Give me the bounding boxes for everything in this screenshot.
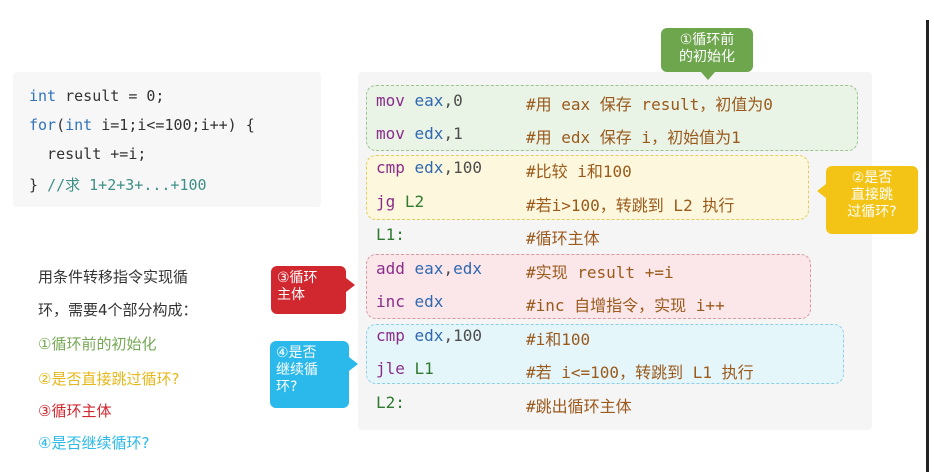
c-code-text: result = 0; [56, 87, 165, 105]
c-code-text: i=1;i<=100;i++) { [92, 116, 255, 134]
callout-text: 的初始化 [679, 49, 735, 65]
asm-operand: edx [414, 292, 444, 311]
asm-comment: #实现 result +=i [526, 263, 674, 282]
asm-comment: #inc 自增指令，实现 i++ [526, 296, 725, 315]
init-segment [366, 85, 858, 151]
asm-opcode: jg [376, 192, 405, 211]
description-line: 环，需要4个部分构成： [38, 301, 198, 319]
c-code-line: int result = 0; [29, 87, 164, 105]
asm-operand: eax [414, 259, 444, 278]
skip-check-segment [366, 155, 809, 220]
asm-opcode: mov [376, 124, 415, 143]
asm-opcode: mov [376, 91, 415, 110]
asm-operand: eax [414, 91, 444, 110]
asm-operand: edx [414, 158, 444, 177]
asm-operand: ,100 [443, 158, 482, 177]
callout-text: 直接跳 [851, 187, 893, 203]
c-keyword: int [65, 116, 93, 134]
asm-opcode: cmp [376, 326, 415, 345]
callout-text: 环? [276, 379, 298, 395]
loop-body-callout: ③循环 主体 [271, 266, 355, 314]
c-code-line: } //求 1+2+3+...+100 [29, 174, 207, 195]
asm-operand: edx [414, 124, 444, 143]
assembly-line: cmp edx,100 [376, 158, 482, 177]
c-comment: //求 1+2+3+...+100 [47, 176, 207, 194]
assembly-line: L2: [376, 393, 405, 412]
continue-check-segment [366, 324, 844, 384]
asm-comment: #用 eax 保存 result，初值为0 [526, 95, 773, 114]
asm-comment: #i和100 [526, 330, 591, 349]
callout-text: ④是否 [276, 345, 317, 361]
step-item: ②是否直接跳过循环? [38, 370, 180, 388]
asm-comment: #比较 i和100 [526, 162, 632, 181]
continue-check-callout: ④是否 继续循 环? [270, 341, 358, 408]
callout-text: 继续循 [276, 362, 318, 378]
assembly-line: jle L1 [376, 359, 434, 378]
asm-comment: #若i>100，转跳到 L2 执行 [526, 196, 735, 215]
assembly-line: mov eax,0 [376, 91, 463, 110]
callout-text: ②是否 [851, 170, 893, 186]
asm-opcode: cmp [376, 158, 415, 177]
c-code-text: } [29, 176, 48, 194]
asm-opcode: inc [376, 292, 415, 311]
asm-operand: edx [453, 259, 482, 278]
callout-text: ①循环前 [679, 32, 735, 48]
assembly-line: jg L2 [376, 192, 424, 211]
loop-body-segment [366, 254, 811, 319]
asm-label: L2: [376, 393, 405, 412]
callout-text: ③循环 [277, 270, 318, 286]
asm-opcode: add [376, 259, 415, 278]
asm-operand: ,100 [443, 326, 482, 345]
step-item: ③循环主体 [38, 402, 112, 420]
asm-operand: ,0 [443, 91, 463, 110]
assembly-line: inc edx [376, 292, 443, 311]
asm-label: L1: [376, 225, 405, 244]
asm-operand: , [443, 259, 454, 278]
c-code-line: for(int i=1;i<=100;i++) { [29, 116, 255, 134]
asm-opcode: jle [376, 359, 415, 378]
skip-check-callout: ②是否 直接跳 过循环? [817, 166, 918, 234]
assembly-line: cmp edx,100 [376, 326, 482, 345]
callout-text: 过循环? [847, 204, 897, 220]
step-item: ①循环前的初始化 [38, 335, 157, 353]
right-border-rule [926, 20, 929, 472]
step-item: ④是否继续循环? [38, 434, 150, 452]
asm-comment: #跳出循环主体 [526, 397, 632, 416]
assembly-line: mov edx,1 [376, 124, 463, 143]
init-callout: ①循环前 的初始化 [661, 28, 753, 80]
c-keyword: for [29, 116, 57, 134]
asm-comment: #若 i<=100，转跳到 L1 执行 [526, 363, 754, 382]
asm-operand: edx [414, 326, 444, 345]
c-code-block: int result = 0; for(int i=1;i<=100;i++) … [13, 72, 321, 207]
callout-text: 主体 [277, 287, 305, 303]
c-keyword: int [29, 87, 57, 105]
asm-operand: ,1 [443, 124, 463, 143]
asm-operand: L2 [404, 192, 425, 211]
assembly-line: add eax,edx [376, 259, 482, 278]
c-code-line: result +=i; [29, 145, 147, 163]
asm-comment: #循环主体 [526, 229, 600, 248]
assembly-line: L1: [376, 225, 405, 244]
description-line: 用条件转移指令实现循 [38, 268, 189, 286]
asm-comment: #用 edx 保存 i，初始值为1 [526, 128, 741, 147]
asm-operand: L1 [414, 359, 434, 378]
c-code-text: ( [56, 116, 66, 134]
